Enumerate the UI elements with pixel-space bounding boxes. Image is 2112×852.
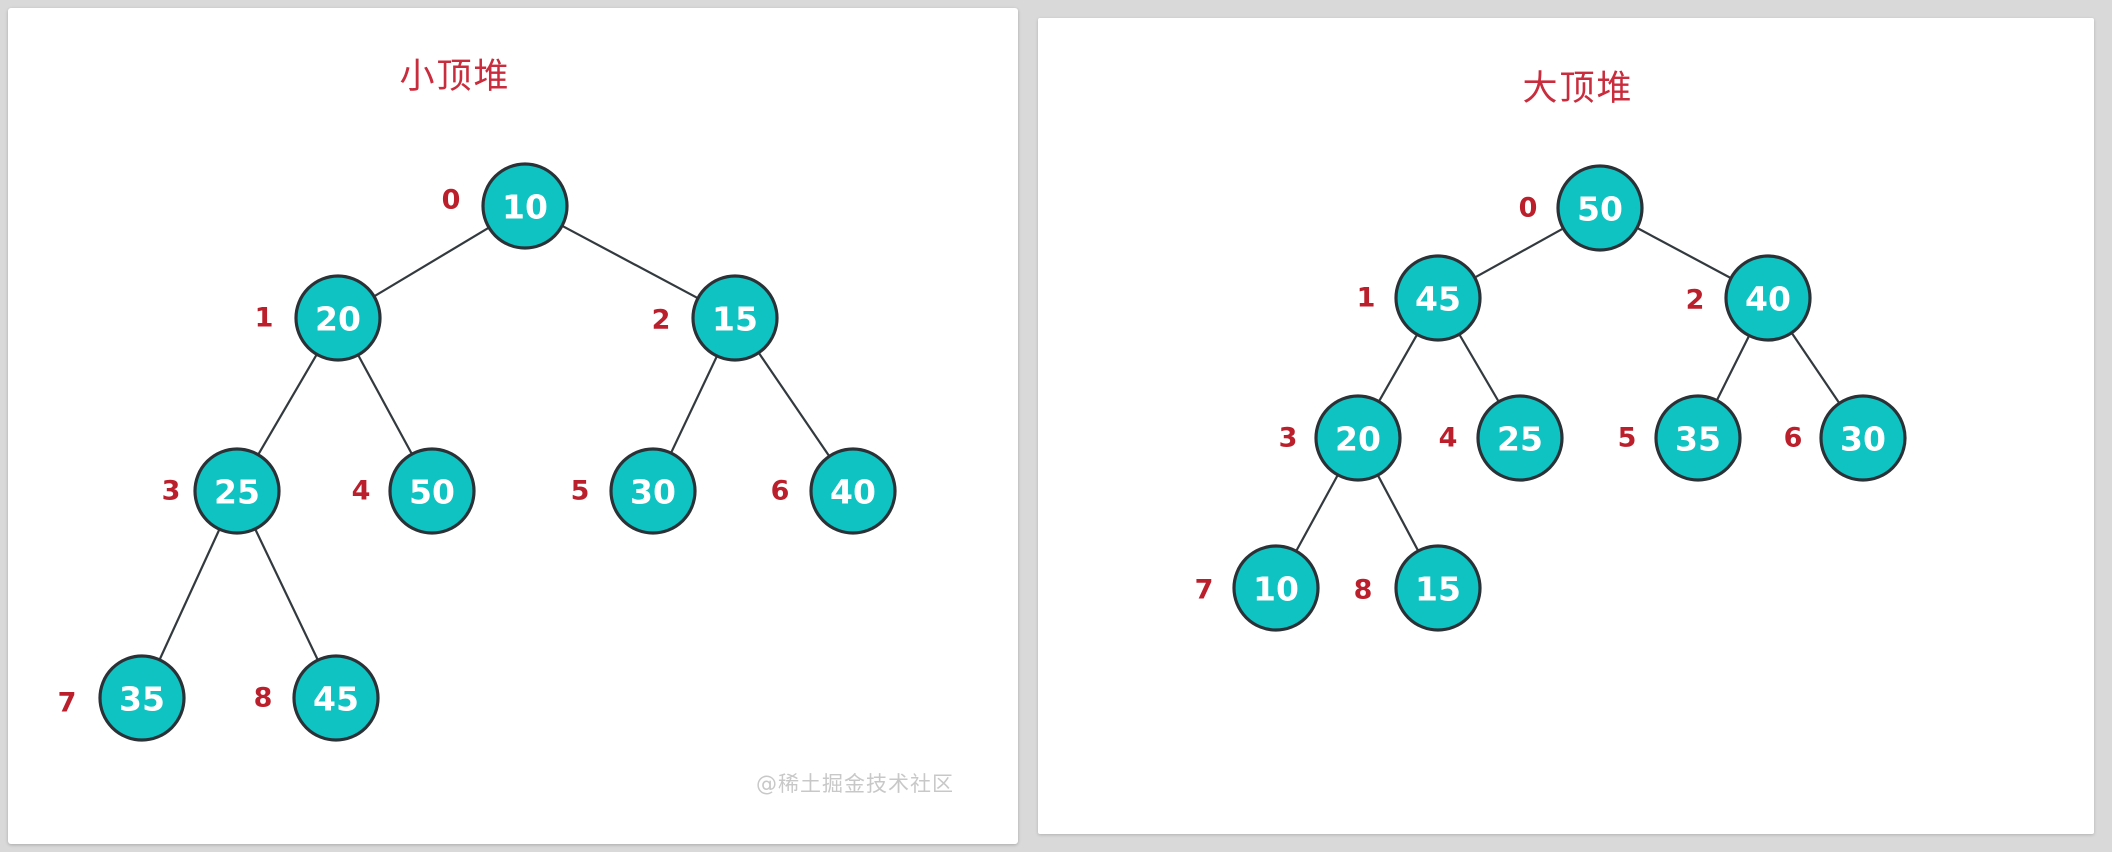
tree-node-index-label: 8	[254, 683, 273, 714]
min-heap-title: 小顶堆	[399, 57, 511, 97]
tree-node-circle[interactable]	[691, 274, 779, 362]
tree-node-index-label: 1	[1357, 283, 1376, 314]
tree-node-value: 45	[313, 680, 359, 719]
tree-node[interactable]: 25 3	[162, 447, 281, 535]
tree-node-value: 20	[1335, 420, 1381, 459]
tree-node[interactable]: 20 3	[1279, 394, 1402, 482]
tree-edge	[158, 527, 221, 662]
tree-edge	[1635, 226, 1733, 280]
tree-node[interactable]: 50 0	[1519, 164, 1644, 252]
tree-edge	[757, 351, 831, 458]
tree-node[interactable]: 35 7	[58, 654, 186, 742]
tree-node-index-label: 1	[255, 303, 274, 334]
tree-edge	[669, 354, 719, 455]
tree-edge	[356, 353, 414, 456]
tree-node-circle[interactable]	[1394, 254, 1482, 342]
watermark-label: @稀土掘金技术社区	[756, 772, 954, 796]
tree-edge	[1294, 473, 1340, 553]
tree-node-circle[interactable]	[809, 447, 897, 535]
tree-node[interactable]: 45 1	[1357, 254, 1482, 342]
tree-node-value: 35	[119, 680, 165, 719]
tree-edge	[1790, 331, 1841, 405]
tree-node-index-label: 2	[652, 305, 671, 336]
tree-node-index-label: 7	[58, 688, 77, 719]
tree-node-index-label: 8	[1354, 575, 1373, 606]
tree-edge	[1377, 333, 1419, 403]
tree-node-value: 40	[1745, 280, 1791, 319]
tree-node-value: 25	[214, 473, 260, 512]
tree-node[interactable]: 15 2	[652, 274, 779, 362]
tree-node-value: 10	[502, 188, 548, 227]
tree-node-circle[interactable]	[294, 274, 382, 362]
tree-node-value: 15	[712, 300, 758, 339]
tree-node-value: 30	[1840, 420, 1886, 459]
tree-node-value: 25	[1497, 420, 1543, 459]
tree-node-index-label: 4	[1439, 423, 1458, 454]
max-heap-tree-diagram: 50 0 45 1 40 2 20 3 25 4 35 5 30 6 10 7 15 8	[1195, 164, 1907, 632]
tree-node[interactable]: 10 7	[1195, 544, 1320, 632]
tree-node-circle[interactable]	[1556, 164, 1644, 252]
tree-node-value: 30	[630, 473, 676, 512]
tree-node-index-label: 6	[1784, 423, 1803, 454]
tree-node-circle[interactable]	[1314, 394, 1402, 482]
tree-node-circle[interactable]	[1654, 394, 1742, 482]
tree-node-value: 50	[409, 473, 455, 512]
tree-edge	[560, 224, 700, 300]
tree-edge	[1715, 334, 1751, 402]
tree-node-circle[interactable]	[481, 162, 569, 250]
tree-node-index-label: 0	[442, 185, 461, 216]
tree-edge	[256, 352, 319, 457]
tree-node[interactable]: 15 8	[1354, 544, 1482, 632]
tree-node-index-label: 7	[1195, 575, 1214, 606]
tree-node-circle[interactable]	[98, 654, 186, 742]
tree-node[interactable]: 10 0	[442, 162, 569, 250]
tree-node-circle[interactable]	[388, 447, 476, 535]
tree-node[interactable]: 30 5	[571, 447, 697, 535]
tree-node-circle[interactable]	[1819, 394, 1907, 482]
tree-node-index-label: 5	[1618, 423, 1637, 454]
tree-edge	[1473, 226, 1565, 280]
tree-node-circle[interactable]	[292, 654, 380, 742]
tree-node[interactable]: 50 4	[352, 447, 476, 535]
tree-edge	[1376, 473, 1420, 553]
tree-edge	[1457, 332, 1501, 404]
min-heap-panel: 小顶堆 10 0 20 1 15 2 25 3 50 4 30 5 40 6 35 7 45 8 @稀土掘金技术社…	[8, 8, 1018, 844]
tree-node-circle[interactable]	[1232, 544, 1320, 632]
tree-node-circle[interactable]	[1724, 254, 1812, 342]
tree-node-index-label: 3	[1279, 423, 1298, 454]
tree-node[interactable]: 40 6	[771, 447, 897, 535]
tree-node[interactable]: 35 5	[1618, 394, 1742, 482]
tree-node-value: 45	[1415, 280, 1461, 319]
tree-node-index-label: 5	[571, 476, 590, 507]
tree-node-circle[interactable]	[609, 447, 697, 535]
min-heap-tree-diagram: 10 0 20 1 15 2 25 3 50 4 30 5 40 6 35 7 45 8	[58, 162, 897, 742]
max-heap-title: 大顶堆	[1522, 69, 1634, 109]
tree-node-index-label: 3	[162, 476, 181, 507]
tree-node-index-label: 0	[1519, 193, 1538, 224]
tree-node-index-label: 4	[352, 476, 371, 507]
tree-edge	[253, 527, 320, 662]
tree-node-circle[interactable]	[1394, 544, 1482, 632]
tree-node[interactable]: 20 1	[255, 274, 382, 362]
tree-node-value: 10	[1253, 570, 1299, 609]
tree-node-value: 15	[1415, 570, 1461, 609]
tree-node-index-label: 2	[1686, 285, 1705, 316]
tree-node[interactable]: 25 4	[1439, 394, 1564, 482]
tree-node[interactable]: 30 6	[1784, 394, 1907, 482]
tree-edge	[372, 226, 491, 298]
tree-node-circle[interactable]	[1476, 394, 1564, 482]
tree-node-index-label: 6	[771, 476, 790, 507]
tree-node[interactable]: 40 2	[1686, 254, 1812, 342]
tree-node-value: 50	[1577, 190, 1623, 229]
tree-node-value: 20	[315, 300, 361, 339]
tree-node-value: 40	[830, 473, 876, 512]
tree-node-circle[interactable]	[193, 447, 281, 535]
tree-node-value: 35	[1675, 420, 1721, 459]
tree-node[interactable]: 45 8	[254, 654, 380, 742]
max-heap-panel: 大顶堆 50 0 45 1 40 2 20 3 25 4 35 5 30 6 10 7 15 8	[1038, 18, 2094, 834]
